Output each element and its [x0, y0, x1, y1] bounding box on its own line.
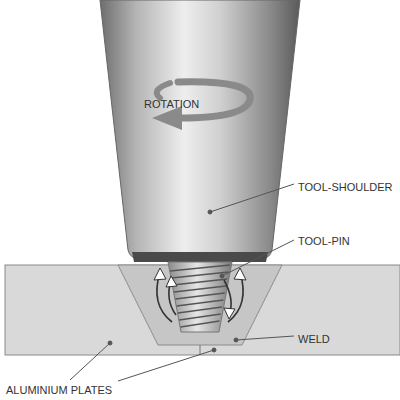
flow-arrowheads: [154, 268, 246, 319]
part-label: ALUMINIUM PLATES: [6, 384, 112, 396]
part-label: TOOL-SHOULDER: [298, 181, 393, 193]
part-label-box: WELD: [298, 329, 330, 347]
shoulder-face: [132, 252, 268, 262]
flow-arrows: [157, 272, 243, 322]
part-label-box: TOOL-SHOULDER: [298, 177, 393, 195]
pin-threads: [170, 265, 230, 327]
part-label-box: TOOL-PIN: [298, 231, 350, 249]
leader-lines: [70, 184, 294, 381]
rotation-label-box: ROTATION: [144, 94, 199, 112]
part-label: TOOL-PIN: [298, 235, 350, 247]
part-label-box: ALUMINIUM PLATES: [6, 380, 112, 398]
part-label: WELD: [298, 333, 330, 345]
tool-pin: [168, 262, 232, 332]
rotation-label: ROTATION: [144, 98, 199, 110]
tool-shoulder: [100, 0, 300, 259]
joint-line: [200, 345, 201, 355]
